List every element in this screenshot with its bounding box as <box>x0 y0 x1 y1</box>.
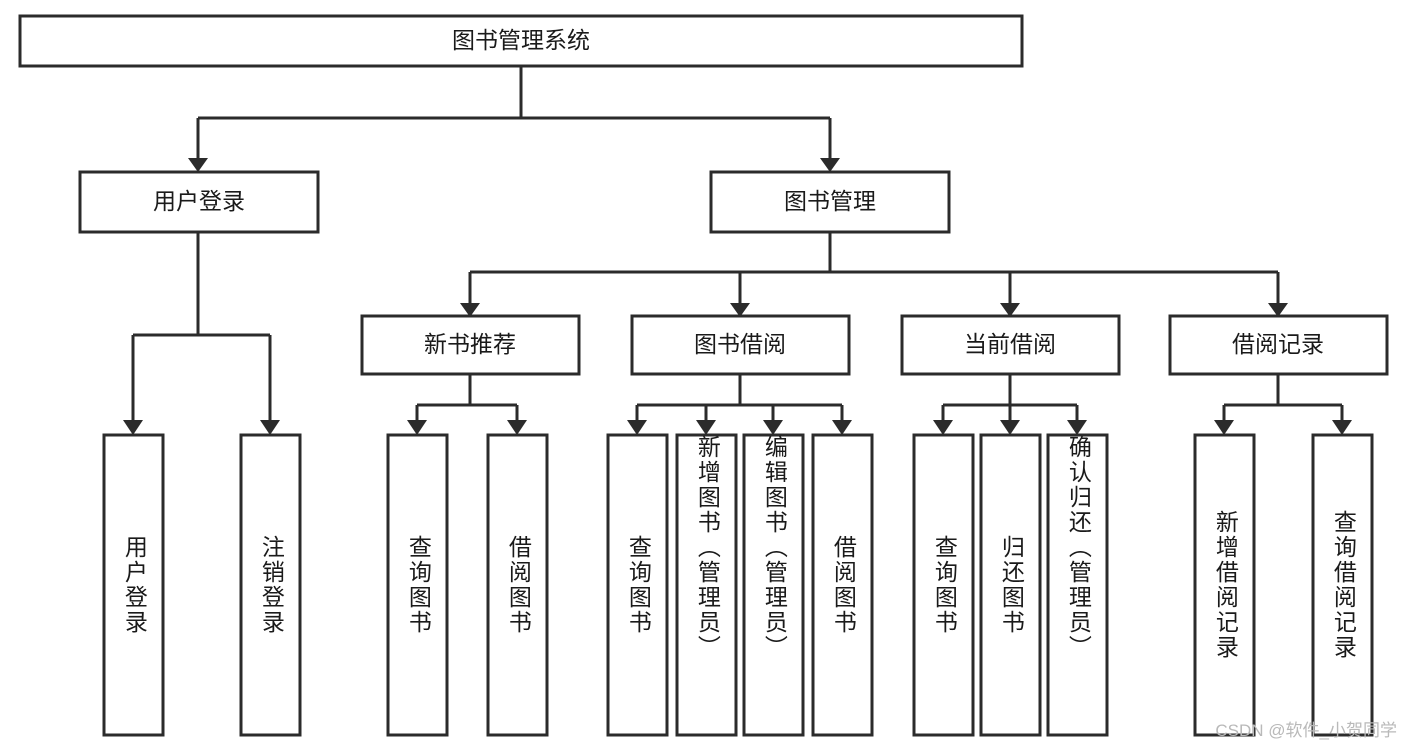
connectors-userlogin-to-leaves <box>123 232 280 435</box>
node-root[interactable] <box>18 14 1024 68</box>
connectors-newbook-to-leaves <box>407 375 527 435</box>
connector-bookborrow-branch <box>635 375 844 422</box>
arrow-head-icon <box>1332 420 1352 435</box>
arrow-head-icon <box>507 420 527 435</box>
connectors-currentborrow-to-leaves <box>933 375 1087 435</box>
leaf-box-return-book[interactable] <box>979 433 1042 737</box>
connector-root-branch <box>196 66 832 160</box>
leaf-box-edit-book-admin[interactable] <box>742 433 805 737</box>
arrow-head-icon <box>1000 420 1020 435</box>
node-book-management[interactable] <box>709 170 951 234</box>
node-user-login[interactable] <box>78 170 320 234</box>
connector-borrowrecord-branch <box>1222 375 1344 422</box>
arrow-head-icon <box>933 420 953 435</box>
arrow-head-icon <box>123 420 143 435</box>
leaf-box-add-borrow-record[interactable] <box>1193 433 1256 737</box>
node-borrow-record[interactable] <box>1168 314 1389 376</box>
leaf-box-borrow-book-2[interactable] <box>811 433 874 737</box>
connector-bookmgmt-branch <box>468 232 1280 305</box>
connectors-bookborrow-to-leaves <box>627 375 852 435</box>
arrow-head-icon <box>1268 303 1288 317</box>
arrow-head-icon <box>407 420 427 435</box>
connector-userlogin-branch <box>131 232 272 422</box>
leaf-box-query-book-1[interactable] <box>386 433 449 737</box>
node-book-management-label: 图书管理 <box>784 188 876 214</box>
node-book-borrow[interactable] <box>630 314 851 376</box>
arrow-head-icon <box>696 420 716 435</box>
node-user-login-label: 用户登录 <box>153 188 245 214</box>
connectors-bookmgmt-to-level3 <box>460 232 1288 317</box>
node-new-book-recommend-label: 新书推荐 <box>424 331 516 357</box>
node-borrow-record-label: 借阅记录 <box>1232 331 1324 357</box>
node-root-label: 图书管理系统 <box>452 27 590 53</box>
leaf-box-add-book-admin[interactable] <box>675 433 738 737</box>
connectors-root-to-level2 <box>188 66 840 172</box>
watermark-text: CSDN @软件_小贺同学 <box>1215 721 1397 740</box>
leaf-box-confirm-return-admin[interactable] <box>1046 433 1109 737</box>
connector-currentborrow-branch <box>941 375 1079 422</box>
arrow-head-icon <box>730 303 750 317</box>
node-current-borrow-label: 当前借阅 <box>964 331 1056 357</box>
arrow-head-icon <box>627 420 647 435</box>
arrow-head-icon <box>188 158 208 172</box>
arrow-head-icon <box>460 303 480 317</box>
leaf-box-logout[interactable] <box>239 433 302 737</box>
leaf-box-query-book-3[interactable] <box>912 433 975 737</box>
leaf-box-query-borrow-record[interactable] <box>1311 433 1374 737</box>
arrow-head-icon <box>260 420 280 435</box>
arrow-head-icon <box>820 158 840 172</box>
connector-newbook-branch <box>415 375 519 422</box>
arrow-head-icon <box>763 420 783 435</box>
node-current-borrow[interactable] <box>900 314 1121 376</box>
node-book-borrow-label: 图书借阅 <box>694 331 786 357</box>
arrow-head-icon <box>1000 303 1020 317</box>
arrow-head-icon <box>1214 420 1234 435</box>
connectors-borrowrecord-to-leaves <box>1214 375 1352 435</box>
leaf-box-query-book-2[interactable] <box>606 433 669 737</box>
node-new-book-recommend[interactable] <box>360 314 581 376</box>
arrow-head-icon <box>832 420 852 435</box>
leaf-box-borrow-book-1[interactable] <box>486 433 549 737</box>
leaf-box-user-login[interactable] <box>102 433 165 737</box>
arrow-head-icon <box>1067 420 1087 435</box>
